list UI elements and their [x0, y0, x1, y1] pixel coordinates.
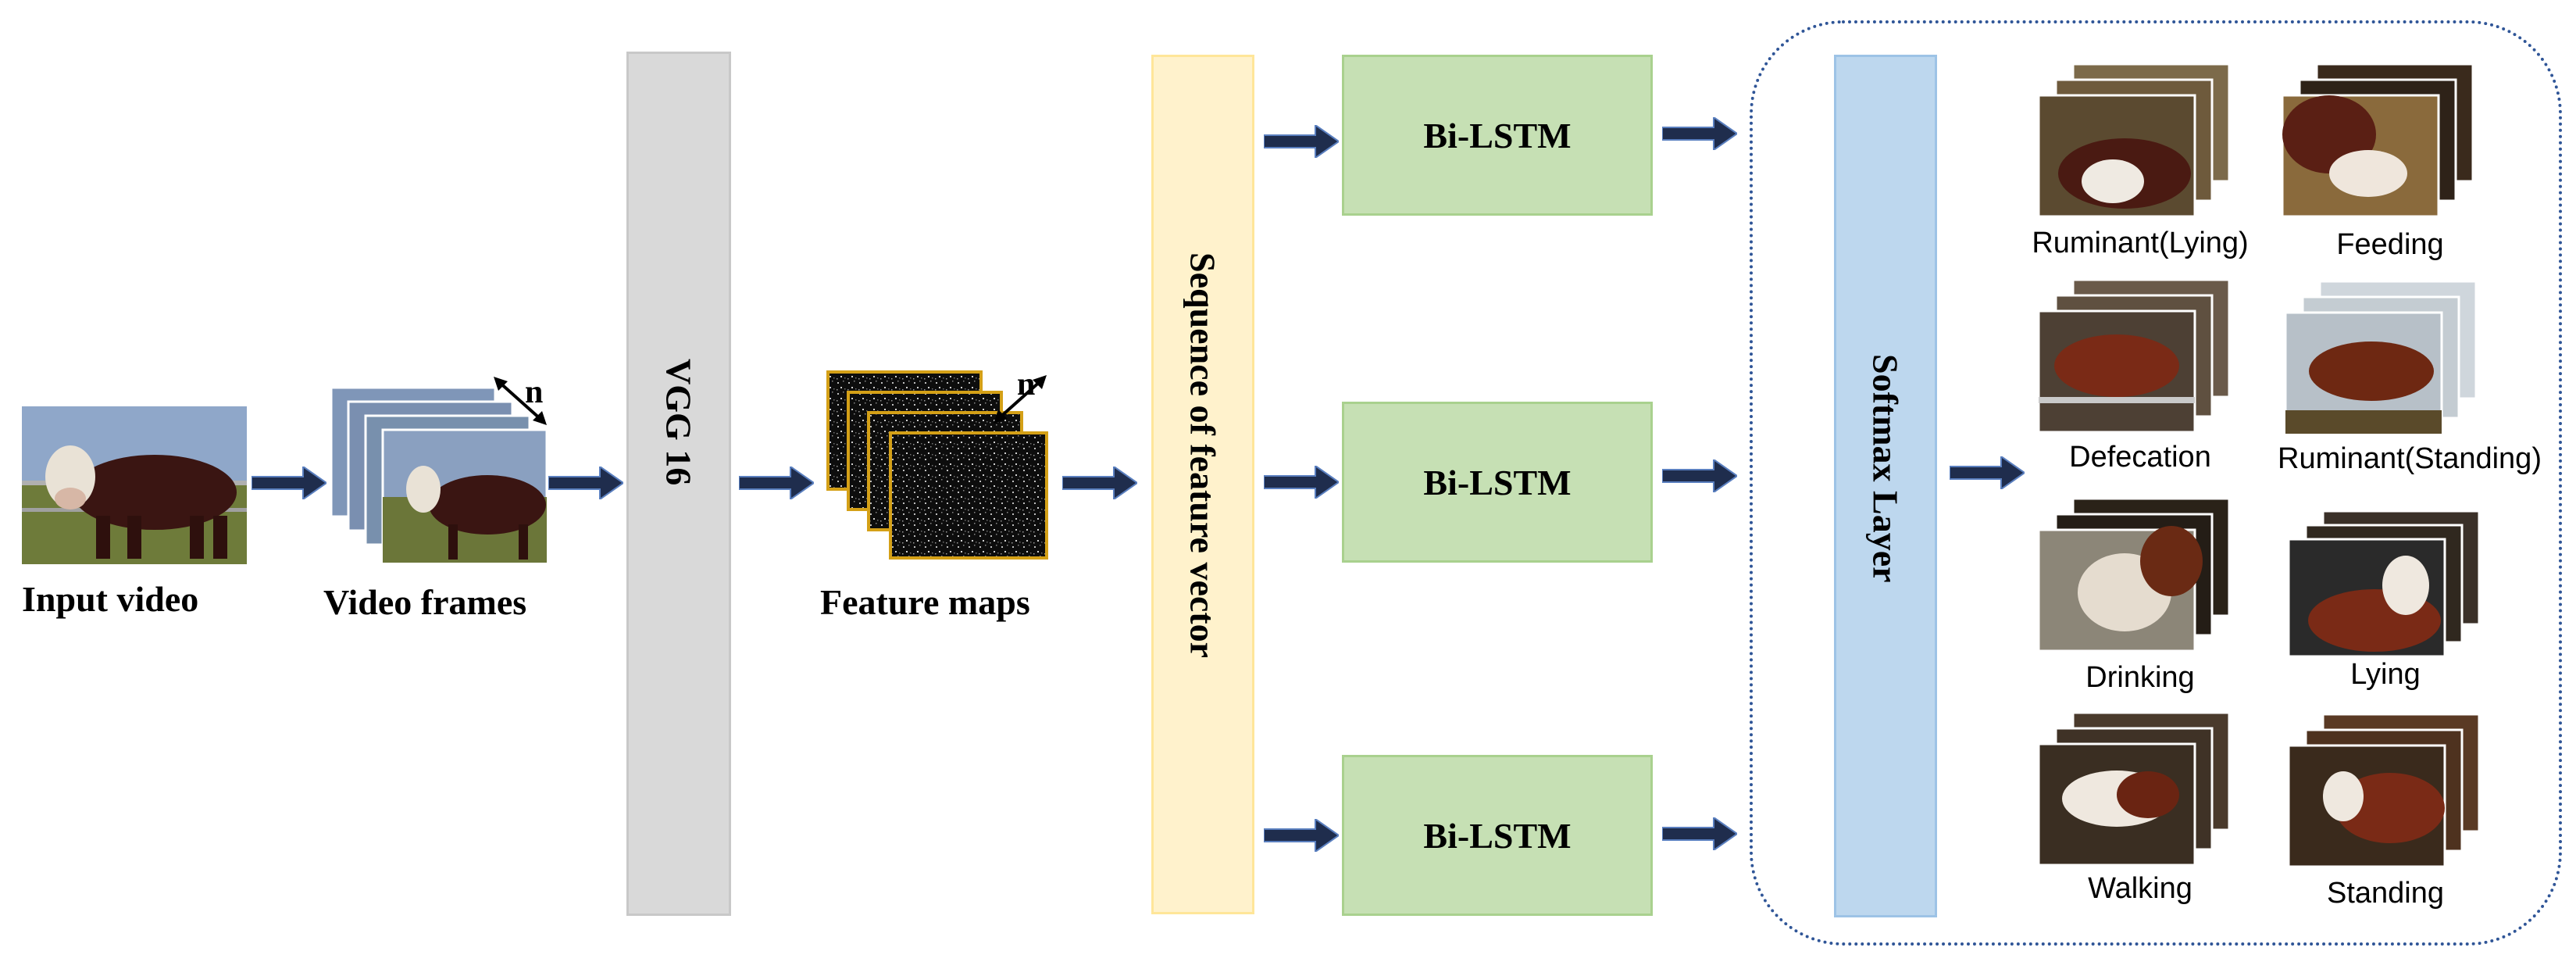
arrow-input-to-frames [252, 467, 326, 499]
n-maps-double-arrow [994, 375, 1047, 424]
class-thumb-walking [2039, 713, 2231, 867]
arrow-featuremaps-to-sequence [1062, 467, 1137, 499]
class-thumb-drinking [2039, 499, 2231, 653]
class-thumb-ruminant-standing [2285, 281, 2478, 435]
softmax-layer-label: Softmax Layer [1865, 354, 1906, 583]
class-label-lying: Lying [2350, 658, 2421, 691]
class-thumb-lying [2289, 511, 2481, 658]
arrow-softmax-to-classes [1950, 456, 2025, 489]
class-thumb-feeding [2282, 64, 2474, 218]
video-frames-label: Video frames [323, 582, 527, 622]
arrow-sequence-to-lstm-1 [1264, 125, 1339, 158]
sequence-feature-vector-block: Sequence of feature vector [1151, 55, 1254, 914]
bilstm-block-3: Bi-LSTM [1342, 755, 1653, 916]
class-thumb-ruminant-lying [2039, 64, 2231, 218]
arrow-frames-to-vgg [548, 467, 623, 499]
arrow-vgg-to-featuremaps [739, 467, 814, 499]
n-frames-double-arrow [494, 377, 547, 425]
class-thumb-standing [2289, 714, 2481, 868]
class-label-drinking: Drinking [2085, 661, 2195, 694]
softmax-output-container [1750, 20, 2562, 946]
arrow-sequence-to-lstm-3 [1264, 819, 1339, 852]
video-frames-stack [330, 386, 550, 575]
softmax-layer-block: Softmax Layer [1834, 55, 1937, 917]
class-thumb-defecation [2039, 280, 2231, 434]
input-video-label: Input video [22, 579, 199, 619]
feature-maps-stack [825, 369, 1051, 564]
bilstm-block-2: Bi-LSTM [1342, 402, 1653, 563]
n-frames-label: n [525, 374, 544, 410]
arrow-lstm-1-to-softmax [1662, 117, 1737, 150]
arrow-lstm-3-to-softmax [1662, 817, 1737, 850]
feature-maps-label: Feature maps [820, 582, 1030, 622]
class-label-feeding: Feeding [2336, 228, 2444, 261]
input-video-image [22, 406, 247, 564]
vgg16-label: VGG 16 [658, 359, 699, 486]
class-label-ruminant-standing: Ruminant(Standing) [2278, 442, 2542, 475]
vgg16-block: VGG 16 [626, 52, 731, 916]
class-label-defecation: Defecation [2069, 441, 2211, 474]
class-label-walking: Walking [2088, 872, 2192, 905]
class-label-standing: Standing [2326, 877, 2444, 910]
bilstm-block-1: Bi-LSTM [1342, 55, 1653, 216]
class-label-ruminant-lying: Ruminant(Lying) [2032, 227, 2249, 259]
arrow-lstm-2-to-softmax [1662, 459, 1737, 492]
n-maps-label: n [1017, 367, 1036, 402]
sequence-feature-vector-label: Sequence of feature vector [1183, 252, 1223, 659]
arrow-sequence-to-lstm-2 [1264, 466, 1339, 499]
